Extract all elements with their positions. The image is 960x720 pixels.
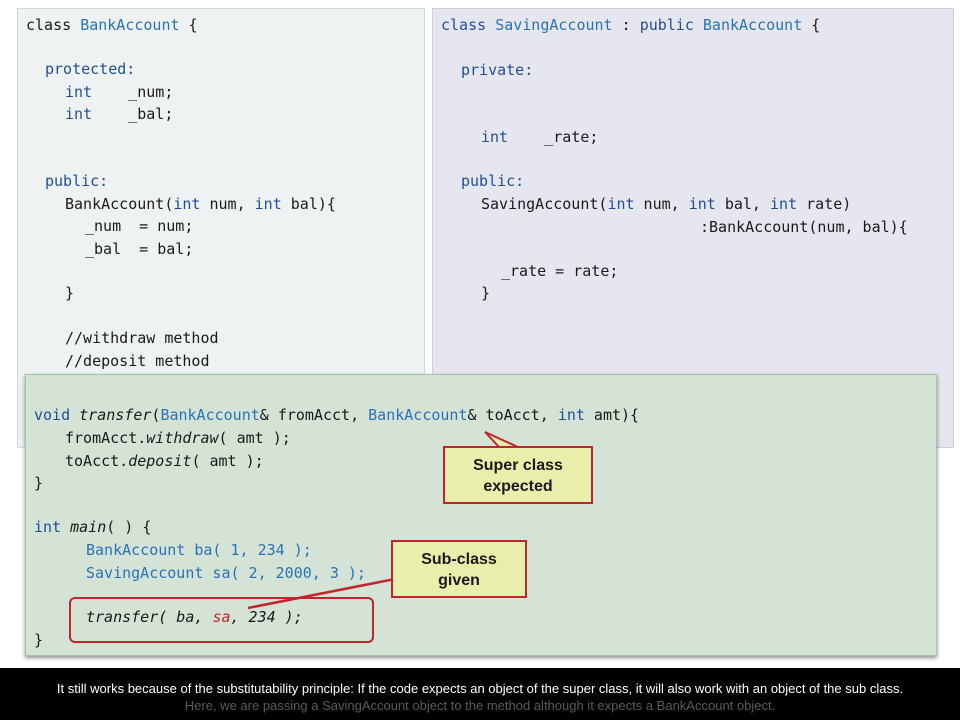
code-text: BankAccount( (65, 195, 174, 213)
code-keyword: int (254, 195, 282, 213)
code-text: num, (200, 195, 255, 213)
super-class-expected-callout: Super class expected (443, 446, 593, 504)
base-class-line-4: int _bal; (65, 104, 173, 124)
code-function: deposit (128, 452, 192, 470)
sub-callout-pointer (247, 575, 406, 610)
base-class-line-11: //deposit method (65, 352, 210, 370)
sub-class-line-6: :BankAccount(num, bal){ (700, 218, 908, 236)
code-text: bal){ (281, 195, 336, 213)
code-function: transfer (79, 406, 152, 424)
code-highlighted-arg: sa (212, 608, 231, 626)
code-text: bal, (715, 195, 770, 213)
sub-class-line-8: } (481, 284, 491, 302)
main-signature-line: int main( ) { (34, 517, 151, 537)
code-text: rate) (797, 195, 852, 213)
code-keyword: class (441, 16, 487, 34)
callout-text: given (438, 572, 480, 589)
callout-text: Super class (473, 457, 563, 474)
base-class-line-1: class BankAccount { (26, 15, 198, 35)
code-text: : (612, 16, 640, 34)
bankaccount-decl-line: BankAccount ba( 1, 234 ); (86, 540, 312, 560)
sub-class-line-4: public: (461, 172, 525, 190)
code-keyword: int (65, 105, 93, 123)
savingaccount-decl-line: SavingAccount sa( 2, 2000, 3 ); (86, 563, 366, 583)
code-type: BankAccount (80, 16, 180, 34)
code-text: & fromAcct, (259, 406, 369, 424)
transfer-call-highlight (69, 597, 374, 643)
code-keyword: int (481, 128, 509, 146)
sub-class-line-2: private: (461, 61, 534, 79)
main-code-panel (25, 374, 937, 656)
code-text: ( ) { (106, 518, 152, 536)
code-text: { (179, 16, 198, 34)
callout-text: expected (483, 478, 553, 495)
code-text: num, (634, 195, 689, 213)
base-class-line-7: _num = num; (85, 217, 194, 235)
base-class-line-3: int _num; (65, 82, 173, 102)
code-keyword: int (688, 195, 716, 213)
caption-bar (0, 668, 960, 720)
code-text: ba( 1, 234 ); (185, 541, 312, 559)
code-keyword: int (173, 195, 201, 213)
caption-background-text: Here, we are passing a SavingAccount obj… (184, 698, 776, 713)
sub-class-line-3: int _rate; (481, 127, 598, 147)
code-type: BankAccount (368, 406, 468, 424)
code-text: transfer( ba, (86, 608, 213, 626)
code-text: fromAcct. (65, 429, 147, 447)
code-text: _rate; (508, 128, 599, 146)
code-function: withdraw (146, 429, 219, 447)
base-class-line-5: public: (45, 172, 109, 190)
code-text: _bal; (92, 105, 174, 123)
code-text: toAcct. (65, 452, 129, 470)
sub-class-line-1: class SavingAccount : public BankAccount… (441, 15, 820, 35)
code-text: sa( 2, 2000, 3 ); (203, 564, 366, 582)
deposit-call-line: toAcct.deposit( amt ); (65, 451, 264, 471)
main-close-brace: } (34, 631, 44, 649)
code-text: & toAcct, (467, 406, 558, 424)
code-function: main (70, 518, 107, 536)
code-type: BankAccount (86, 541, 186, 559)
code-keyword: int (557, 406, 585, 424)
code-type: BankAccount (160, 406, 260, 424)
code-text: ( amt ); (191, 452, 264, 470)
code-keyword: int (607, 195, 635, 213)
code-text: _num; (92, 83, 174, 101)
code-text: ( amt ); (218, 429, 291, 447)
base-class-line-2: protected: (45, 60, 136, 78)
code-keyword: int (65, 83, 93, 101)
sub-class-line-7: _rate = rate; (501, 262, 619, 280)
code-keyword: public (639, 16, 694, 34)
code-text: ( (151, 406, 161, 424)
transfer-call-line: transfer( ba, sa, 234 ); (86, 607, 303, 627)
code-keyword: void (34, 406, 71, 424)
code-type: BankAccount (702, 16, 803, 34)
caption-text: It still works because of the substituta… (56, 681, 904, 696)
transfer-close-brace: } (34, 474, 44, 492)
code-text: , 234 ); (230, 608, 303, 626)
code-type: SavingAccount (495, 16, 613, 34)
callout-text: Sub-class (421, 551, 497, 568)
sub-class-line-5: SavingAccount(int num, int bal, int rate… (481, 194, 851, 214)
base-class-line-6: BankAccount(int num, int bal){ (65, 194, 336, 214)
withdraw-call-line: fromAcct.withdraw( amt ); (65, 428, 291, 448)
code-text: SavingAccount( (481, 195, 608, 213)
code-keyword: class (26, 16, 72, 34)
base-class-line-9: } (65, 284, 75, 302)
transfer-signature-line: void transfer(BankAccount& fromAcct, Ban… (34, 405, 639, 425)
code-keyword: int (34, 518, 62, 536)
base-class-line-10: //withdraw method (65, 329, 219, 347)
code-type: SavingAccount (86, 564, 204, 582)
code-text: { (802, 16, 821, 34)
base-class-line-8: _bal = bal; (85, 240, 194, 258)
sub-class-given-callout: Sub-class given (391, 540, 527, 598)
code-keyword: int (770, 195, 798, 213)
code-text: amt){ (584, 406, 640, 424)
